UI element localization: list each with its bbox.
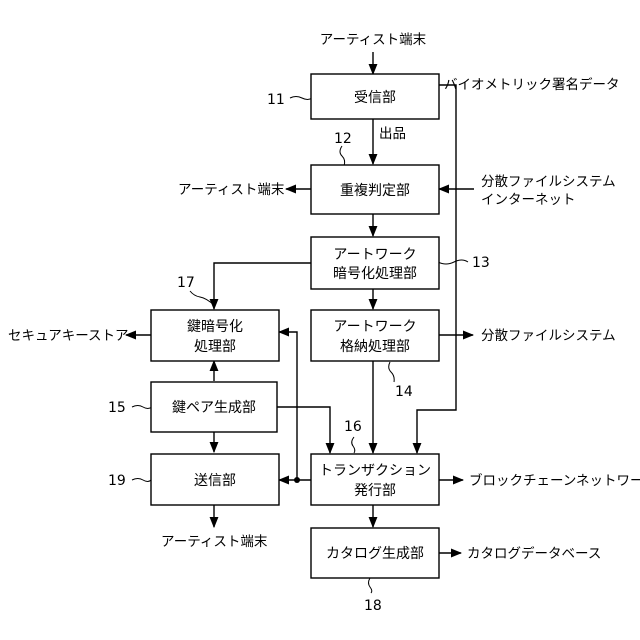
ref-num-18: 18: [364, 598, 382, 614]
block-artwork-encrypt-line2: 暗号化処理部: [333, 266, 417, 282]
ref-num-19: 19: [108, 473, 126, 489]
label-secure-keystore: セキュアキーストア: [8, 328, 129, 344]
block-tx-issue: トランザクション 発行部: [311, 454, 439, 505]
label-artist-terminal-top: アーティスト端末: [320, 32, 427, 48]
block-artwork-encrypt-line1: アートワーク: [333, 247, 416, 263]
block-artwork-store: アートワーク 格納処理部: [311, 310, 439, 361]
block-keypair-gen: 鍵ペア生成部: [151, 382, 277, 432]
arrow-tx-to-key-encrypt: [279, 332, 297, 480]
label-artist-terminal-bottom: アーティスト端末: [161, 534, 268, 550]
block-receive-label: 受信部: [354, 90, 396, 106]
block-send: 送信部: [151, 454, 279, 505]
block-artwork-encrypt: アートワーク 暗号化処理部: [311, 237, 439, 289]
label-artist-terminal-left: アーティスト端末: [178, 182, 285, 198]
label-biometric-data: バイオメトリック署名データ: [444, 76, 620, 93]
arrow-keypair-to-tx: [277, 407, 330, 453]
ref-num-15: 15: [108, 400, 126, 416]
junction-dot: [294, 477, 300, 483]
block-catalog-gen: カタログ生成部: [311, 528, 439, 578]
block-duplicate-check-label: 重複判定部: [340, 182, 410, 199]
block-tx-issue-line1: トランザクション: [319, 463, 431, 479]
block-key-encrypt: 鍵暗号化 処理部: [151, 310, 279, 361]
block-keypair-gen-label: 鍵ペア生成部: [172, 400, 256, 416]
ref-num-16: 16: [344, 419, 362, 435]
ref-num-14: 14: [395, 384, 413, 400]
block-receive: 受信部: [311, 74, 439, 119]
label-dfs-line2: インターネット: [481, 192, 576, 208]
block-catalog-gen-label: カタログ生成部: [326, 546, 424, 562]
block-key-encrypt-line1: 鍵暗号化: [187, 319, 243, 335]
ref-num-11: 11: [267, 92, 285, 108]
label-dfs-out: 分散ファイルシステム: [481, 328, 616, 344]
block-tx-issue-line2: 発行部: [354, 483, 396, 499]
ref-num-12: 12: [334, 131, 352, 147]
block-send-label: 送信部: [194, 473, 236, 489]
label-listing: 出品: [379, 126, 406, 142]
block-key-encrypt-line2: 処理部: [194, 339, 236, 355]
block-duplicate-check: 重複判定部: [311, 165, 439, 214]
label-catalog-database: カタログデータベース: [467, 545, 601, 562]
ref-num-13: 13: [472, 255, 490, 271]
block-artwork-store-line1: アートワーク: [333, 319, 416, 335]
block-artwork-store-line2: 格納処理部: [340, 339, 410, 355]
arrow-artwork-encrypt-to-key-encrypt: [214, 263, 311, 309]
ref-num-17: 17: [177, 275, 195, 291]
label-dfs-line1: 分散ファイルシステム: [481, 174, 616, 190]
label-blockchain-network: ブロックチェーンネットワーク: [469, 472, 640, 489]
